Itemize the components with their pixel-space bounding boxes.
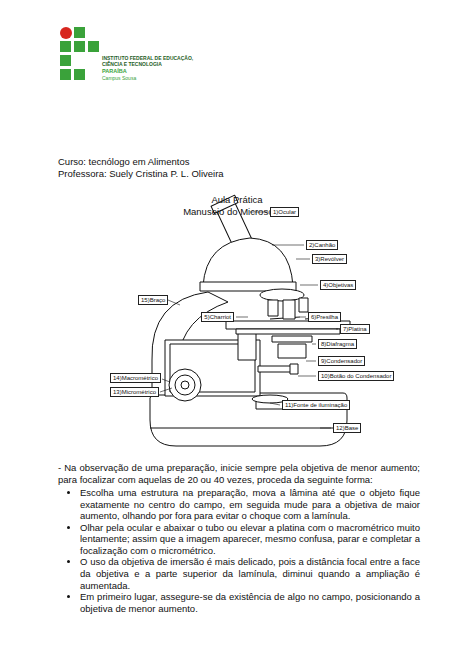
document-title: Manuseio do Microscópio: [0, 206, 474, 218]
callout-label: 9)Condensador: [318, 356, 365, 367]
header-text: Aula Prática: [0, 194, 474, 206]
callout-text: 1)Ocular: [273, 209, 296, 215]
institute-logo: [60, 27, 99, 80]
callout-text: 4)Objetivas: [323, 282, 353, 288]
bullet-item: Em primeiro lugar, assegure-se da existê…: [80, 591, 420, 614]
callout-label: 8)Diafragma: [318, 339, 357, 350]
bullet-text: Em primeiro lugar, assegure-se da existê…: [80, 591, 420, 614]
callout-label: 14)Macrométrico: [110, 373, 161, 384]
callout-text: 7)Platina: [343, 326, 367, 332]
logo-text: PARAÍBA: [102, 68, 127, 75]
bullet-item: O uso da objetiva de imersão é mais deli…: [80, 556, 420, 591]
callout-text: 14)Macrométrico: [113, 375, 158, 381]
bullet-item: Escolha uma estrutura na preparação, mov…: [80, 487, 420, 522]
callout-text: 15)Braço: [141, 297, 165, 303]
bullet-item: Olhar pela ocular e abaixar o tubo ou el…: [80, 522, 420, 557]
callout-label: 3)Revólver: [312, 254, 347, 265]
callout-text: 13)Micrométrico: [113, 389, 156, 395]
bullet-text: Escolha uma estrutura na preparação, mov…: [80, 487, 420, 521]
header-text: Professora: Suely Cristina P. L. Oliveir…: [58, 168, 224, 180]
callout-label: 6)Presilha: [308, 312, 341, 323]
callout-text: 11)Fonte de iluminação: [285, 402, 347, 408]
logo-text: INSTITUTO FEDERAL DE EDUCAÇÃO, CIÊNCIA E…: [102, 55, 202, 67]
callout-text: 10)Botão do Condensador: [321, 373, 391, 379]
callout-label: 13)Micrométrico: [110, 387, 159, 398]
header-text: Curso: tecnólogo em Alimentos: [58, 156, 189, 168]
callout-label: 7)Platina: [340, 324, 370, 335]
callout-text: 2)Canhão: [309, 242, 335, 248]
callout-label: 1)Ocular: [270, 207, 299, 218]
bullet-text: O uso da objetiva de imersão é mais deli…: [80, 556, 420, 590]
callout-text: 5)Charriot: [204, 314, 231, 320]
paragraph: - Na observação de uma preparação, inici…: [58, 462, 420, 485]
logo-text: Campus Sousa: [102, 75, 136, 81]
callout-text: 6)Presilha: [311, 314, 338, 320]
callout-label: 10)Botão do Condensador: [318, 371, 394, 382]
bullet-list: Escolha uma estrutura na preparação, mov…: [58, 487, 420, 614]
callout-text: 8)Diafragma: [321, 341, 354, 347]
callout-text: 12)Base: [336, 425, 358, 431]
callout-label: 5)Charriot: [201, 312, 234, 323]
bullet-text: Olhar pela ocular e abaixar o tubo ou el…: [80, 522, 420, 556]
callout-label: 4)Objetivas: [320, 280, 356, 291]
callout-label: 12)Base: [333, 423, 361, 434]
callout-label: 11)Fonte de iluminação: [282, 400, 350, 411]
callout-label: 2)Canhão: [306, 240, 338, 251]
callout-text: 3)Revólver: [315, 256, 344, 262]
callout-label: 15)Braço: [138, 295, 168, 306]
callout-text: 9)Condensador: [321, 358, 362, 364]
